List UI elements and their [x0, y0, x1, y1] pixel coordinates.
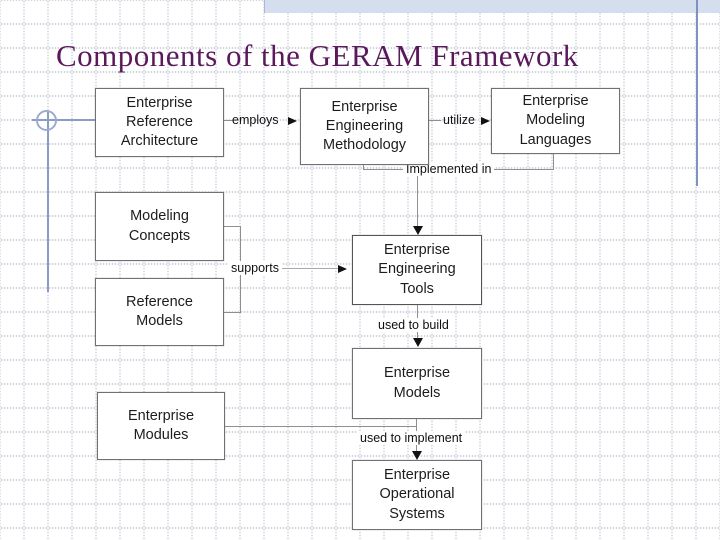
- connector-line: [223, 312, 240, 313]
- edge-label-employs: employs: [232, 113, 279, 127]
- left-accent-vline: [47, 112, 49, 292]
- arrowhead-right-icon: [481, 117, 490, 125]
- connector-line: [240, 268, 339, 269]
- connector-line: [223, 226, 240, 227]
- edge-label-used-to-implement: used to implement: [357, 431, 466, 445]
- connector-line: [223, 120, 233, 121]
- edge-label-implemented-in: Implemented in: [403, 162, 495, 176]
- box-enterprise-modules: Enterprise Modules: [97, 392, 225, 460]
- arrowhead-right-icon: [288, 117, 297, 125]
- page-title: Components of the GERAM Framework: [56, 38, 579, 73]
- box-reference-models: Reference Models: [95, 278, 224, 346]
- box-enterprise-engineering-methodology: Enterprise Engineering Methodology: [300, 88, 429, 165]
- arrowhead-down-icon: [413, 338, 423, 347]
- box-enterprise-engineering-tools: Enterprise Engineering Tools: [352, 235, 482, 305]
- box-enterprise-modeling-languages: Enterprise Modeling Languages: [491, 88, 620, 154]
- edge-label-used-to-build: used to build: [375, 318, 452, 332]
- box-enterprise-operational-systems: Enterprise Operational Systems: [352, 460, 482, 530]
- connector-line: [417, 170, 418, 226]
- connector-line: [223, 426, 417, 427]
- box-enterprise-reference-architecture: Enterprise Reference Architecture: [95, 88, 224, 157]
- connector-line: [553, 152, 554, 170]
- right-accent-line: [696, 0, 698, 186]
- box-modeling-concepts: Modeling Concepts: [95, 192, 224, 261]
- left-accent-circle: [36, 110, 57, 131]
- left-accent-hline: [32, 119, 96, 121]
- box-enterprise-models: Enterprise Models: [352, 348, 482, 419]
- connector-line: [363, 163, 364, 170]
- edge-label-supports: supports: [228, 261, 282, 275]
- edge-label-utilize: utilize: [443, 113, 475, 127]
- arrowhead-right-icon: [338, 265, 347, 273]
- top-accent-band: [264, 0, 720, 13]
- arrowhead-down-icon: [412, 451, 422, 460]
- arrowhead-down-icon: [413, 226, 423, 235]
- connector-line: [428, 120, 441, 121]
